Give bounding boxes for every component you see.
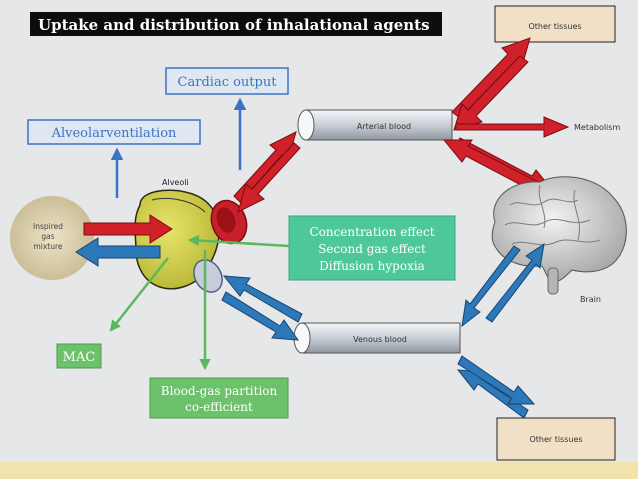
venous-tube (301, 322, 461, 354)
blue-arrow-from-brain-2 (485, 242, 545, 323)
partition-box (149, 377, 289, 419)
alveolar-ventilation-label (27, 119, 201, 145)
red-arrow-to-metabolism (455, 116, 570, 138)
red-arrow-to-arterial-2 (237, 142, 301, 213)
blue-arrow-from-tissues-2 (457, 355, 536, 405)
brain-stem (547, 267, 559, 295)
cardiac-output-label (165, 67, 289, 95)
effects-box (288, 215, 456, 281)
mac-box (56, 343, 102, 369)
bottom-band (0, 462, 638, 479)
effects-arrow (187, 234, 290, 248)
blue-arrow-to-alveoli-2 (221, 291, 300, 341)
inspired-blue-arrow (75, 237, 161, 267)
red-arrow-to-tissues-2 (453, 55, 529, 131)
other-tissues-top-box (494, 5, 616, 43)
inspired-gas-circle (9, 195, 95, 281)
brain-folds (504, 184, 601, 246)
blue-arrow-to-alveoli-1 (222, 275, 303, 323)
arterial-cell-core (216, 207, 236, 233)
arterial-tube-end (297, 109, 315, 141)
venous-cell (193, 259, 223, 293)
other-tissues-bottom-box (496, 417, 616, 461)
red-arrow-to-brain-2 (442, 139, 543, 195)
alveoli-detail (151, 198, 206, 213)
mac-arrow (109, 257, 169, 332)
title-bar (30, 12, 442, 36)
blue-arrow-from-brain-1 (461, 245, 521, 328)
inspired-red-arrow (83, 214, 173, 244)
arterial-tube (305, 109, 453, 141)
